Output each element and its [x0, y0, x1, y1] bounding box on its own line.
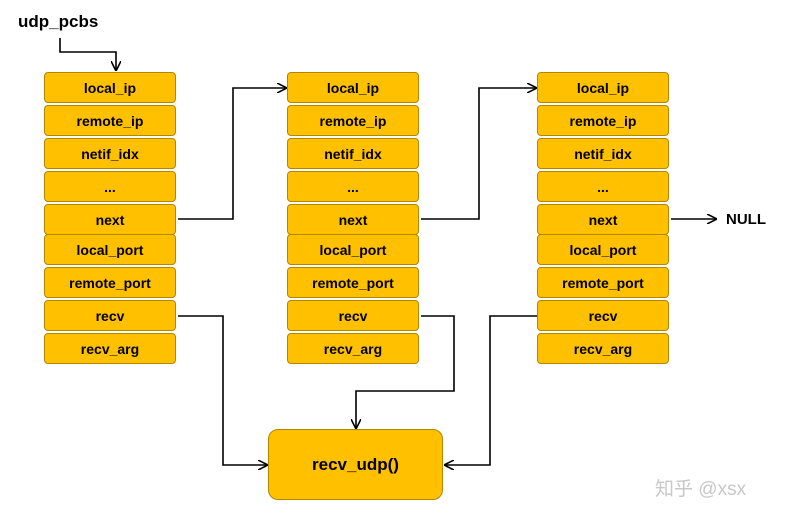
pcb-field-remote-ip: remote_ip	[537, 105, 669, 136]
pcb-field-local-port: local_port	[287, 234, 419, 265]
pcb-field-local-port: local_port	[537, 234, 669, 265]
pcb-field-ellipsis: ...	[537, 171, 669, 202]
pcb-field-local-ip: local_ip	[537, 72, 669, 103]
pcb-field-next: next	[287, 204, 419, 235]
recv-udp-callback-box: recv_udp()	[268, 429, 443, 500]
null-terminator-label: NULL	[726, 211, 766, 228]
pcb-field-local-ip: local_ip	[44, 72, 176, 103]
next-arrow-pcb1-to-pcb2	[178, 88, 286, 220]
pcb-field-netif-idx: netif_idx	[537, 138, 669, 169]
pcb-field-recv-arg: recv_arg	[537, 333, 669, 364]
pcb-field-next: next	[44, 204, 176, 235]
pcb-field-netif-idx: netif_idx	[44, 138, 176, 169]
pcb-field-next: next	[537, 204, 669, 235]
pcb-field-local-port: local_port	[44, 234, 176, 265]
pcb-field-recv: recv	[537, 300, 669, 331]
pcb-field-remote-ip: remote_ip	[287, 105, 419, 136]
pcb-field-remote-ip: remote_ip	[44, 105, 176, 136]
pcb-field-netif-idx: netif_idx	[287, 138, 419, 169]
pcb-field-remote-port: remote_port	[537, 267, 669, 298]
udp-pcbs-head-label: udp_pcbs	[18, 12, 99, 31]
recv-arrow-pcb2	[356, 315, 455, 428]
recv-arrow-pcb1	[178, 315, 267, 465]
watermark: 知乎 @xsx	[655, 479, 747, 500]
pcb-field-recv: recv	[287, 300, 419, 331]
pcb-field-ellipsis: ...	[44, 171, 176, 202]
pcb-field-recv-arg: recv_arg	[287, 333, 419, 364]
pcb-field-remote-port: remote_port	[44, 267, 176, 298]
head-pointer-arrow	[59, 38, 116, 70]
next-arrow-pcb2-to-pcb3	[421, 88, 536, 220]
pcb-field-recv: recv	[44, 300, 176, 331]
pcb-field-local-ip: local_ip	[287, 72, 419, 103]
pcb-field-ellipsis: ...	[287, 171, 419, 202]
pcb-field-recv-arg: recv_arg	[44, 333, 176, 364]
recv-arrow-pcb3	[445, 315, 537, 465]
pcb-field-remote-port: remote_port	[287, 267, 419, 298]
